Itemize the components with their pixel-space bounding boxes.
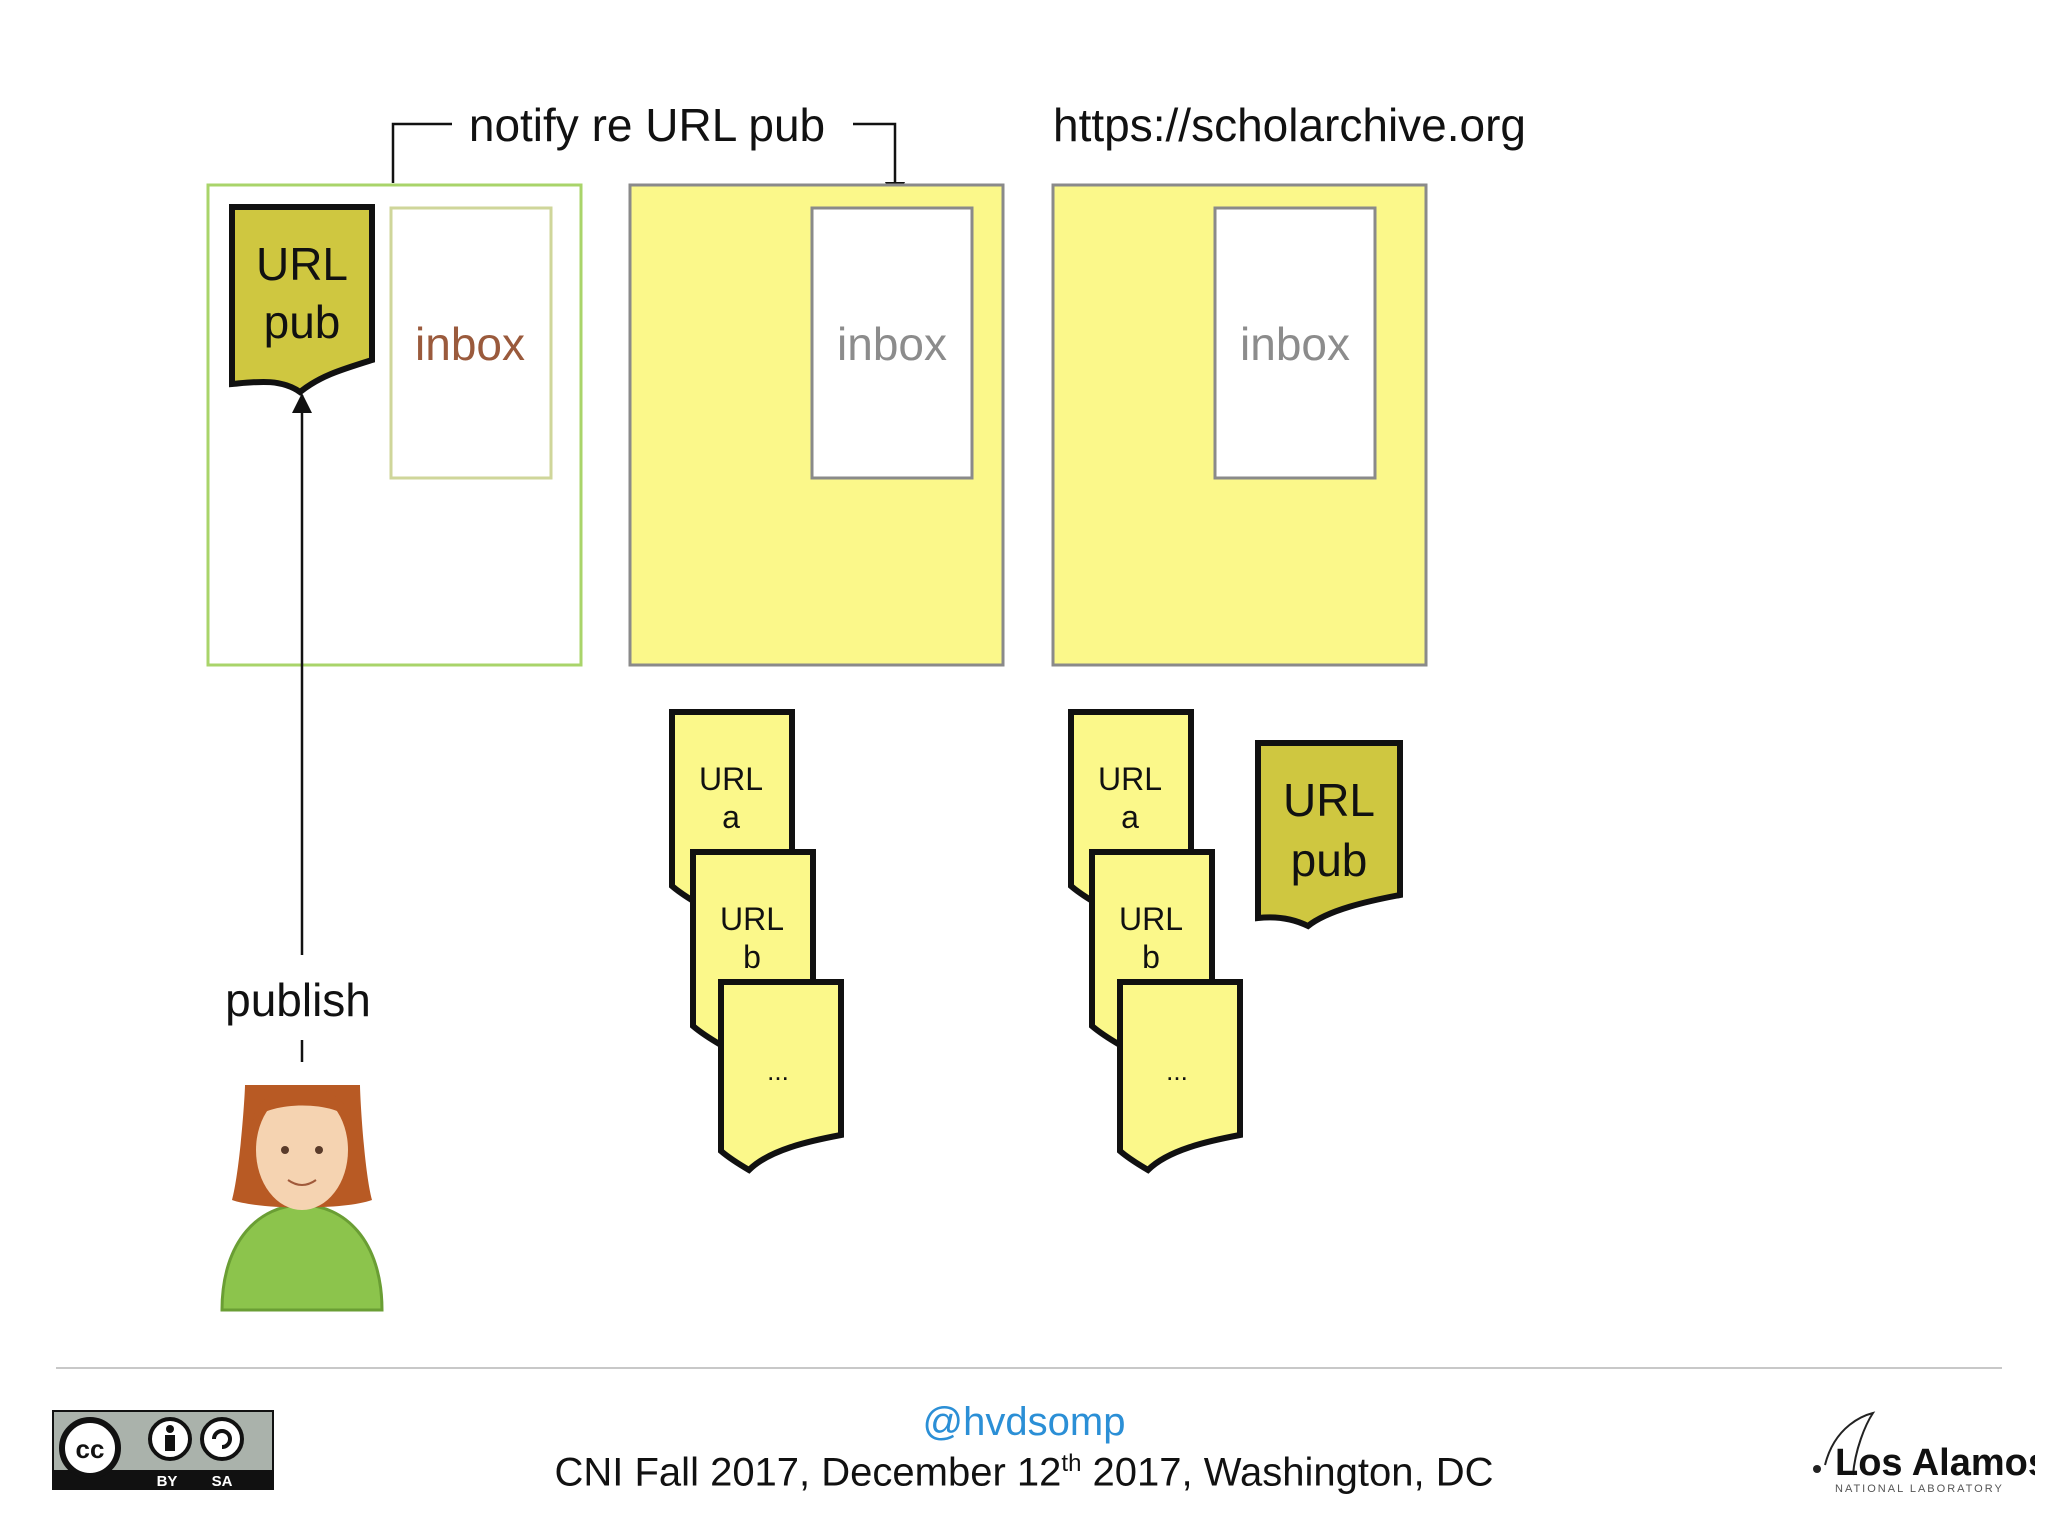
svg-text:pub: pub (264, 296, 341, 348)
document-stack-2: URL a URL b ... (1068, 709, 1243, 1174)
svg-text:...: ... (1166, 1056, 1188, 1086)
inbox-3-label: inbox (1240, 318, 1350, 370)
svg-text:...: ... (767, 1056, 789, 1086)
svg-text:pub: pub (1291, 834, 1368, 886)
twitter-handle[interactable]: @hvdsomp (922, 1400, 1126, 1444)
stack-2-doc-ellipsis: ... (1117, 979, 1243, 1174)
notify-connector (391, 122, 895, 200)
svg-text:SA: SA (212, 1473, 233, 1490)
svg-text:URL: URL (1283, 774, 1375, 826)
author-inbox-label: inbox (415, 318, 525, 370)
cc-by-sa-badge: cc BY SA (52, 1410, 274, 1490)
svg-text:a: a (1121, 799, 1139, 835)
document-stack-1: URL a URL b ... (669, 709, 844, 1174)
sa-icon (200, 1417, 244, 1461)
inbox-2-label: inbox (837, 318, 947, 370)
svg-text:BY: BY (157, 1473, 178, 1490)
stack-1-doc-ellipsis: ... (718, 979, 844, 1174)
cc-icon (59, 1417, 121, 1479)
publish-label: publish (225, 974, 371, 1026)
notify-label: notify re URL pub (469, 99, 825, 151)
author-url-pub-document: URL pub (229, 204, 375, 396)
los-alamos-logo: Los Alamos NATIONAL LABORATORY (1813, 1411, 2035, 1495)
svg-text:b: b (743, 939, 761, 975)
footer-divider (56, 1367, 2002, 1369)
author-avatar (220, 1085, 384, 1312)
svg-text:URL: URL (1119, 901, 1183, 937)
svg-text:b: b (1142, 939, 1160, 975)
diagram: notify re URL pub https://scholarchive.o… (206, 99, 1526, 1312)
archive-url-label: https://scholarchive.org (1053, 99, 1526, 151)
svg-text:URL: URL (720, 901, 784, 937)
svg-text:cc: cc (76, 1434, 105, 1464)
archived-url-pub-document: URL pub (1255, 740, 1403, 930)
svg-text:URL: URL (256, 238, 348, 290)
svg-text:URL: URL (699, 761, 763, 797)
inbox-2 (810, 206, 974, 480)
inbox-3 (1213, 206, 1377, 480)
svg-text:NATIONAL LABORATORY: NATIONAL LABORATORY (1835, 1483, 2004, 1495)
svg-text:URL: URL (1098, 761, 1162, 797)
svg-text:Los Alamos: Los Alamos (1835, 1442, 2035, 1484)
author-inbox (389, 206, 553, 480)
svg-text:a: a (722, 799, 740, 835)
event-line: CNI Fall 2017, December 12th 2017, Washi… (554, 1450, 1494, 1495)
